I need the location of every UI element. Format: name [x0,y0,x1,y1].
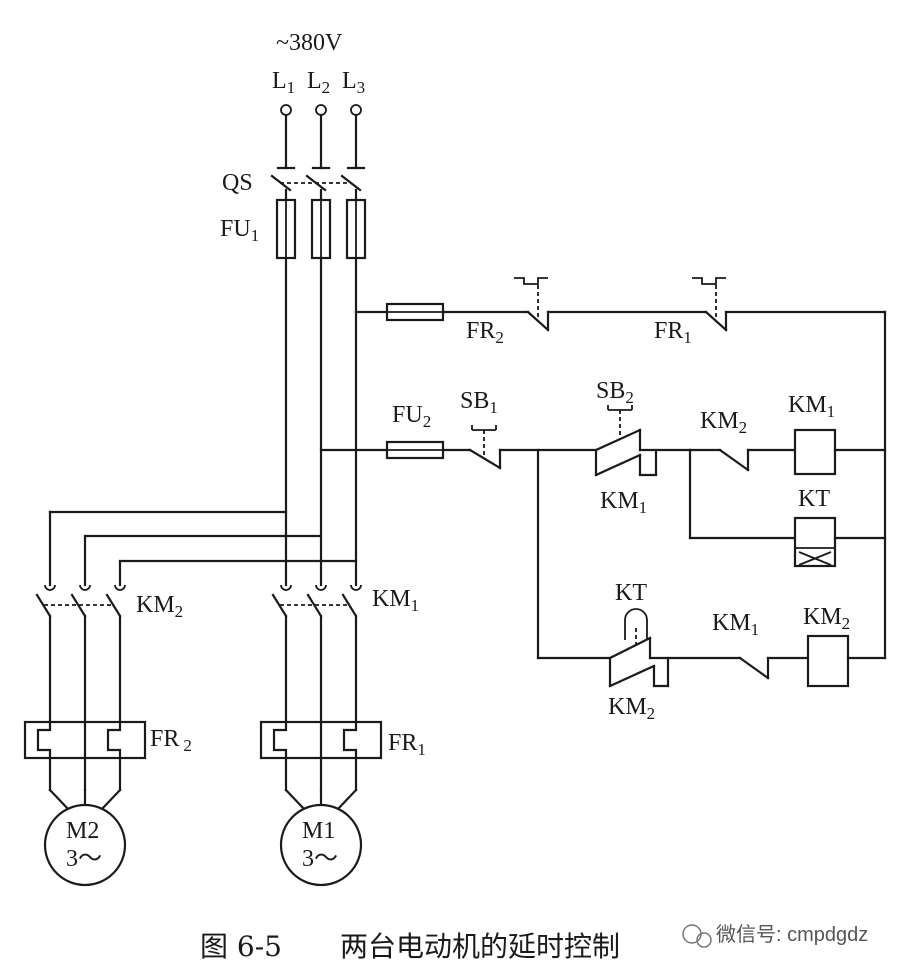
km1-hold-label: KM1 [600,488,647,517]
fu2-label: FU2 [392,402,431,431]
fr1-main-label: FR1 [388,730,426,759]
motor-m1-spec: 3～ [302,846,338,872]
fr2-thermal-element [23,720,147,760]
motor-m2-name: M2 [66,818,99,844]
sb2-label: SB2 [596,378,634,407]
km2-interlock-label: KM2 [700,408,747,437]
phase-l3-label: L [342,68,357,94]
kt-coil-label: KT [798,486,830,512]
phase-l2-sub: 2 [322,78,331,97]
motor-m1-name: M1 [302,818,335,844]
control-start-rung [319,405,887,568]
phase-l1-label: L [272,68,287,94]
fr2-control-label: FR2 [466,318,504,347]
motor-m2 [43,803,127,887]
motor-m1 [279,803,363,887]
km1-interlock-label: KM1 [712,610,759,639]
sb1-label: SB1 [460,388,498,417]
fr1-thermal-element [259,720,383,760]
fu1-fuses [275,198,367,260]
km2-coil-label: KM2 [803,604,850,633]
phase-l2-label: L [307,68,322,94]
watermark-text: 微信号: cmpdgdz [716,923,868,946]
qs-isolator [270,174,362,202]
motor-m2-leads [48,756,122,811]
km1-main-label: KM1 [372,586,419,615]
km1-main-contacts [271,584,362,724]
control-top-rung [354,277,887,660]
figure-title: 两台电动机的延时控制 [340,930,620,963]
fr1-control-label: FR1 [654,318,692,347]
figure-number: 图 6-5 [200,930,282,963]
phase-l1-sub: 1 [287,78,296,97]
fu1-label: FU1 [220,216,259,245]
wechat-icon [682,924,702,944]
svg-text:L3: L3 [342,68,365,97]
motor-m2-spec: 3～ [66,846,102,872]
main-bus [48,256,358,587]
svg-text:L1: L1 [272,68,295,97]
watermark: 微信号: cmpdgdz [682,923,868,948]
supply-voltage-label: ~380V [276,30,343,56]
qs-label: QS [222,170,253,196]
km1-coil-label: KM1 [788,392,835,421]
phase-labels: L1 L2 L3 [272,68,365,97]
km2-main-contacts [35,584,126,724]
supply-terminals [276,104,366,170]
phase-l3-sub: 3 [357,78,366,97]
km2-main-label: KM2 [136,592,183,621]
motor-m1-leads [284,756,358,811]
kt-contact-label: KT [615,580,647,606]
svg-text:L2: L2 [307,68,330,97]
control-m2-rung [536,448,887,688]
km2-hold-label: KM2 [608,694,655,723]
